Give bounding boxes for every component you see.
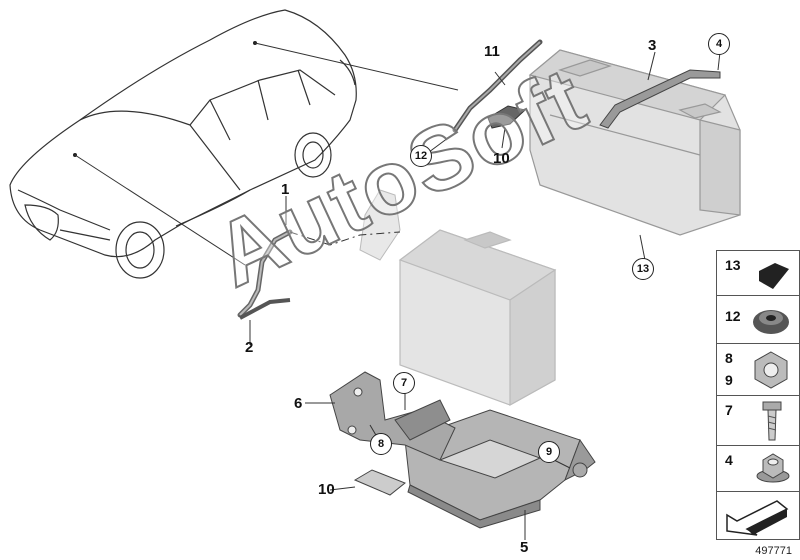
connector-part-lower [353,469,406,496]
hex-nut-icon [754,351,788,389]
bolt-icon [762,401,782,441]
legend-row-arrow [717,491,799,540]
legend-label-4: 4 [725,452,733,468]
legend-label-13: 13 [725,257,741,273]
flange-nut-icon [756,453,790,483]
callout-2: 2 [245,339,254,356]
battery-top [528,49,741,236]
legend-label-12: 12 [725,308,741,324]
callout-11: 11 [484,43,500,60]
grommet-icon [753,310,789,334]
callout-5: 5 [520,539,529,556]
callout-3: 3 [648,37,657,54]
legend-row-13: 13 [717,251,799,295]
legend-label-8: 8 [725,350,733,366]
battery-lower [398,229,557,407]
mounting-bracket [329,371,456,461]
callout-8: 8 [370,433,392,455]
callout-7: 7 [393,372,415,394]
parts-legend: 13 12 8 9 7 4 [716,250,800,540]
legend-label-7: 7 [725,402,733,418]
callout-13: 13 [632,258,654,280]
callout-9: 9 [538,441,560,463]
legend-row-7: 7 [717,395,799,446]
vehicle-illustration [9,9,357,279]
hold-down-bracket [599,69,721,129]
arrow-icon [726,500,789,536]
connector-part [487,105,527,129]
foam-pad-icon [759,263,789,289]
legend-row-4: 4 [717,445,799,492]
callout-10-upper: 10 [493,150,510,167]
callout-4: 4 [708,33,730,55]
callout-6: 6 [294,395,303,412]
legend-row-12: 12 [717,295,799,344]
callout-10-lower: 10 [318,481,335,498]
legend-row-8-9: 8 9 [717,343,799,396]
diagram-id: 497771 [755,545,792,557]
callout-12: 12 [410,145,432,167]
callout-1: 1 [281,181,290,198]
legend-label-9: 9 [725,372,733,388]
